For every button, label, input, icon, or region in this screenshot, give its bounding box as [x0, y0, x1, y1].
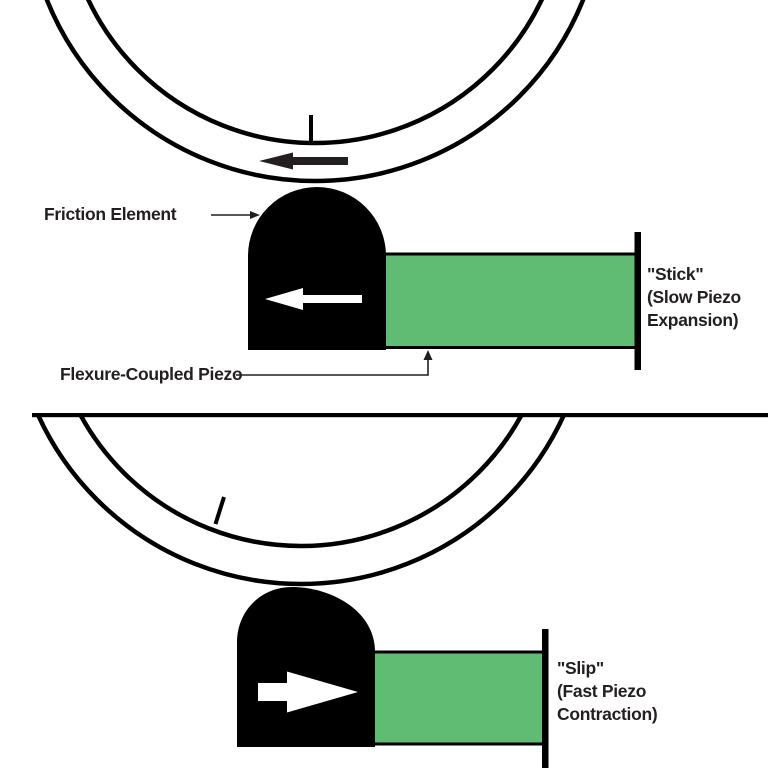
stick-state-label: "Stick" (Slow Piezo Expansion) — [647, 263, 741, 332]
piezo-mount-bar-slip — [542, 629, 549, 768]
slip-state-label: "Slip" (Fast Piezo Contraction) — [557, 657, 658, 726]
piezo-bar-stick — [378, 252, 638, 349]
drive-ring-outer-slip — [35, 415, 567, 587]
slip-state-desc-line2: Contraction) — [557, 704, 658, 724]
flexure-coupled-piezo-label: Flexure-Coupled Piezo — [60, 364, 243, 384]
piezo-mount-bar — [634, 232, 641, 370]
drive-ring-inner — [86, 0, 544, 146]
ring-motion-left-arrow-icon — [259, 152, 348, 170]
friction-element-dome — [248, 187, 386, 350]
ring-tick-mark-rotated — [213, 496, 226, 525]
slip-state-title: "Slip" — [557, 658, 604, 678]
stick-state-desc-line1: (Slow Piezo — [647, 287, 741, 307]
piezo-expansion-left-arrow-icon — [265, 288, 362, 310]
friction-element-label: Friction Element — [44, 204, 177, 224]
drive-ring-outer — [44, 0, 586, 184]
friction-element-dome-slip — [237, 587, 375, 747]
slip-panel — [237, 587, 549, 768]
flexure-piezo-leader-arrowhead-icon — [423, 350, 433, 360]
drive-ring-inner-slip — [78, 415, 524, 549]
panel-divider — [32, 413, 768, 418]
slip-panel-ring-clip — [35, 415, 567, 587]
piezo-contraction-right-arrow-icon — [258, 671, 358, 713]
flexure-piezo-leader-line — [236, 357, 429, 376]
piezo-bar-slip — [368, 650, 546, 746]
stick-panel — [44, 0, 641, 376]
stick-state-desc-line2: Expansion) — [647, 310, 739, 330]
slip-state-desc-line1: (Fast Piezo — [557, 681, 647, 701]
stick-state-title: "Stick" — [647, 264, 704, 284]
friction-element-leader-arrowhead-icon — [250, 211, 260, 219]
